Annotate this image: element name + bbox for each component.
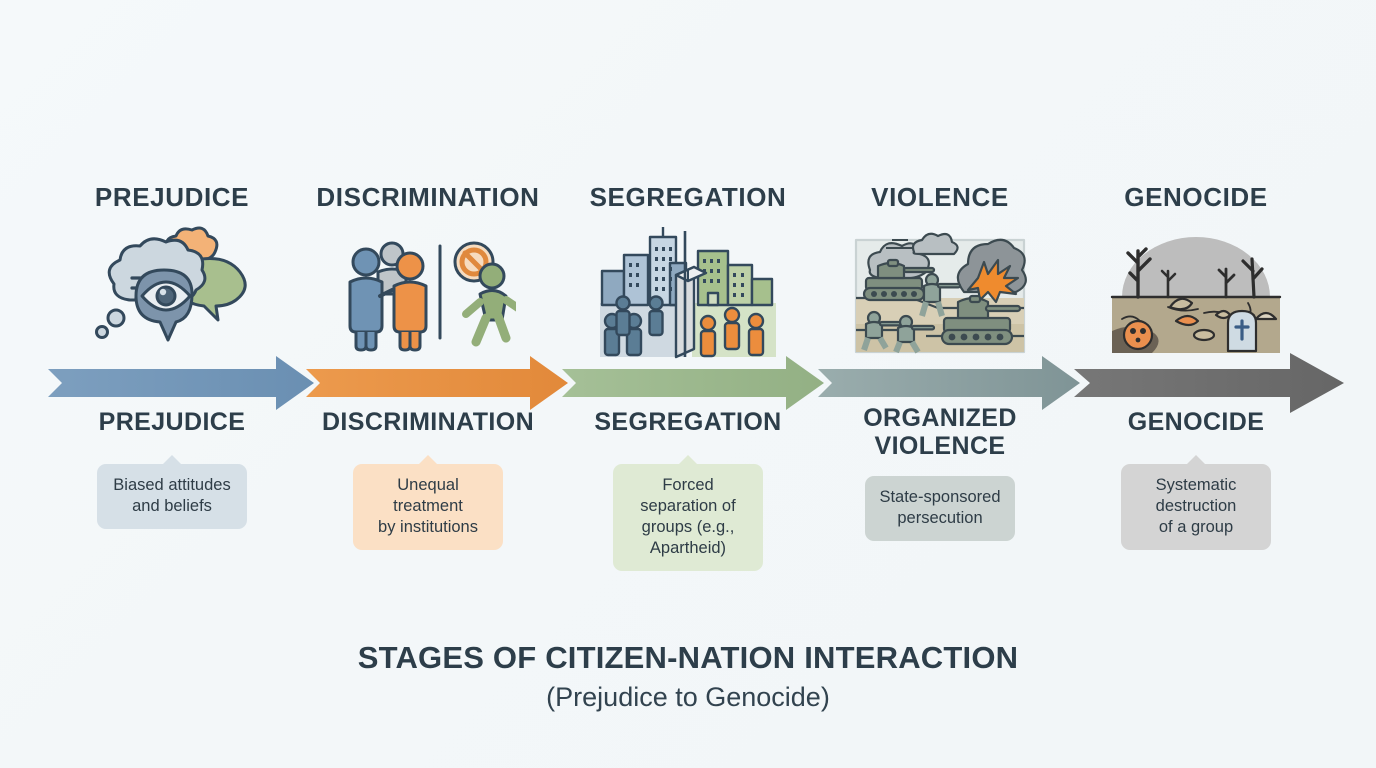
stage-top-title-segregation: SEGREGATION xyxy=(589,182,787,212)
stage-segregation: SEGREGATION xyxy=(560,0,816,768)
icon-wrap-prejudice xyxy=(44,222,300,362)
stage-discrimination: DISCRIMINATION xyxy=(300,0,556,768)
stage-description-segregation: Forced separation of groups (e.g., Apart… xyxy=(613,464,763,571)
stage-description-discrimination: Unequal treatment by institutions xyxy=(353,464,503,550)
stage-description-genocide: Systematic destruction of a group xyxy=(1121,464,1271,550)
tanks-soldiers-warfare-icon xyxy=(854,232,1027,354)
wasteland-grave-skull-icon xyxy=(1110,237,1282,353)
stage-bottom-label-violence-line1: ORGANIZED xyxy=(863,404,1017,432)
thought-bubbles-eye-icon xyxy=(95,226,247,342)
title-block: STAGES OF CITIZEN-NATION INTERACTION (Pr… xyxy=(0,640,1376,713)
arrow-segment-violence xyxy=(818,356,1080,410)
stage-top-title-prejudice: PREJUDICE xyxy=(94,182,250,212)
sub-title: (Prejudice to Genocide) xyxy=(546,682,830,712)
icon-wrap-genocide xyxy=(1068,222,1324,362)
stage-violence: VIOLENCE xyxy=(812,0,1068,768)
people-barrier-prohibition-icon xyxy=(348,241,516,352)
icon-wrap-discrimination xyxy=(300,222,556,362)
progression-arrow-band xyxy=(48,353,1344,413)
stage-top-title-discrimination: DISCRIMINATION xyxy=(316,182,540,212)
divided-city-wall-icon xyxy=(600,226,776,358)
main-title: STAGES OF CITIZEN-NATION INTERACTION xyxy=(357,640,1019,675)
stage-genocide: GENOCIDE xyxy=(1068,0,1324,768)
stage-bottom-label-violence: ORGANIZED VIOLENCE xyxy=(812,404,1068,460)
arrow-segment-segregation xyxy=(562,356,824,410)
stage-bottom-label-segregation: SEGREGATION xyxy=(594,408,782,436)
stage-bottom-label-discrimination: DISCRIMINATION xyxy=(321,408,535,436)
stage-bottom-label-genocide: GENOCIDE xyxy=(1127,408,1265,436)
stage-top-title-genocide: GENOCIDE xyxy=(1124,182,1268,212)
stage-bottom-label-prejudice: PREJUDICE xyxy=(98,408,246,436)
stage-top-title-violence: VIOLENCE xyxy=(871,182,1009,212)
stage-description-violence: State-sponsored persecution xyxy=(865,476,1015,541)
arrow-segment-discrimination xyxy=(306,356,568,410)
stage-bottom-label-violence-line2: VIOLENCE xyxy=(874,432,1006,460)
arrow-segment-genocide xyxy=(1074,353,1344,413)
icon-wrap-violence xyxy=(812,222,1068,362)
arrow-segment-prejudice xyxy=(48,356,314,410)
stage-description-prejudice: Biased attitudes and beliefs xyxy=(97,464,247,529)
icon-wrap-segregation xyxy=(560,222,816,362)
stage-prejudice: PREJUDICE xyxy=(44,0,300,768)
